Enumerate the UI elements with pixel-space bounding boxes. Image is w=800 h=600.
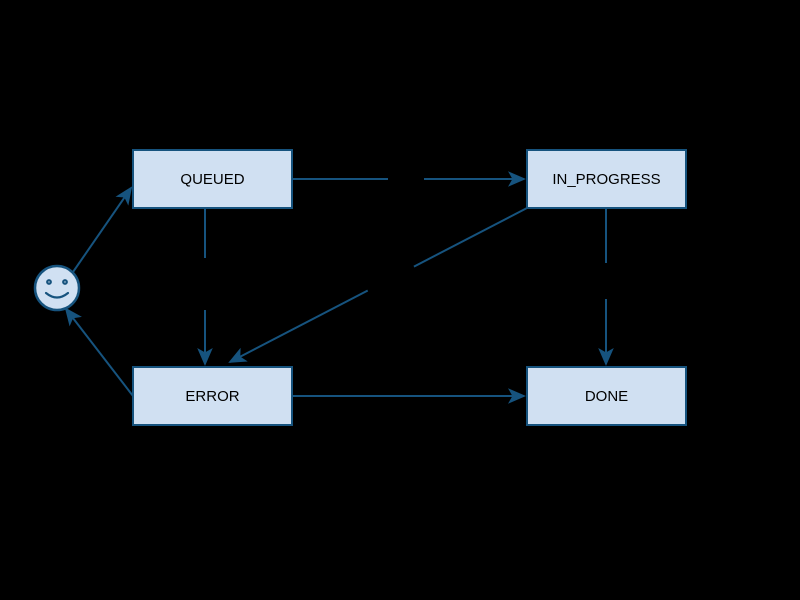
start-node[interactable] <box>33 264 81 312</box>
edge-label-backdrop-in-progress-to-error <box>362 257 418 297</box>
node-rect-queued <box>132 149 293 209</box>
node-rect-done <box>526 366 687 426</box>
edge-label-backdrop-queued-to-error <box>198 258 212 310</box>
smiley-face-icon <box>33 264 81 312</box>
edge-in-progress-to-done[interactable] <box>598 208 614 366</box>
edge-label-backdrop-in-progress-to-done <box>599 263 613 299</box>
edge-line-error-to-start <box>64 307 134 397</box>
edge-line-start-to-queued <box>72 186 133 273</box>
node-rect-error <box>132 366 293 426</box>
smiley-eye-left-icon <box>46 279 52 285</box>
node-done[interactable]: DONE <box>526 366 687 426</box>
node-rect-in-progress <box>526 149 687 209</box>
edge-in-progress-to-error[interactable] <box>228 207 528 363</box>
smiley-mouth-icon <box>44 291 70 299</box>
node-error[interactable]: ERROR <box>132 366 293 426</box>
edge-queued-to-in-progress[interactable] <box>292 171 526 187</box>
edge-queued-to-error[interactable] <box>197 208 213 366</box>
smiley-eye-right-icon <box>62 279 68 285</box>
edge-start-to-queued[interactable] <box>72 186 133 273</box>
edge-label-backdrop-queued-to-in-progress <box>388 172 424 186</box>
node-in-progress[interactable]: IN_PROGRESS <box>526 149 687 209</box>
edge-error-to-start[interactable] <box>64 307 134 397</box>
node-queued[interactable]: QUEUED <box>132 149 293 209</box>
